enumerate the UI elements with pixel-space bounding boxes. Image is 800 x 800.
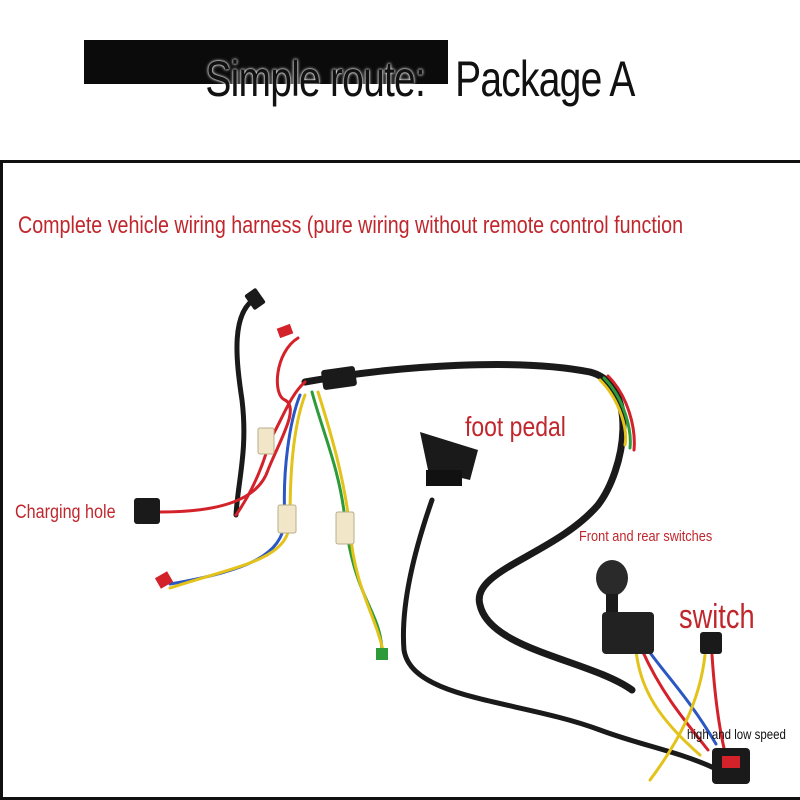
red-wire [158,336,300,514]
cream-connector-1 [257,427,275,455]
label-charging-hole: Charging hole [15,502,116,523]
black-branch-cable [233,294,261,518]
cream-connector-3 [335,511,355,545]
gear-knob [596,560,628,596]
colored-wires-right [598,378,628,447]
red-plug [276,323,294,339]
cream-connector-2 [277,504,297,534]
header-black-bar [84,40,448,84]
top-black-connector [244,288,266,310]
main-harness-cable [301,361,636,694]
pedal-cable [400,497,717,771]
label-high-low-speed: high and low speed [687,726,786,742]
harness-description: Complete vehicle wiring harness (pure wi… [18,212,684,239]
label-switch: switch [679,598,755,636]
main-connector [321,366,357,390]
header [0,0,800,160]
charging-hole-plug [134,498,160,524]
label-foot-pedal: foot pedal [465,411,566,442]
page-title: Simple route: Package A [205,51,635,107]
foot-pedal-body [420,432,478,480]
switch-wires [634,648,702,757]
front-rear-switch-body [602,612,654,654]
label-front-rear-switches: Front and rear switches [579,528,713,545]
switch-plug [700,632,722,654]
